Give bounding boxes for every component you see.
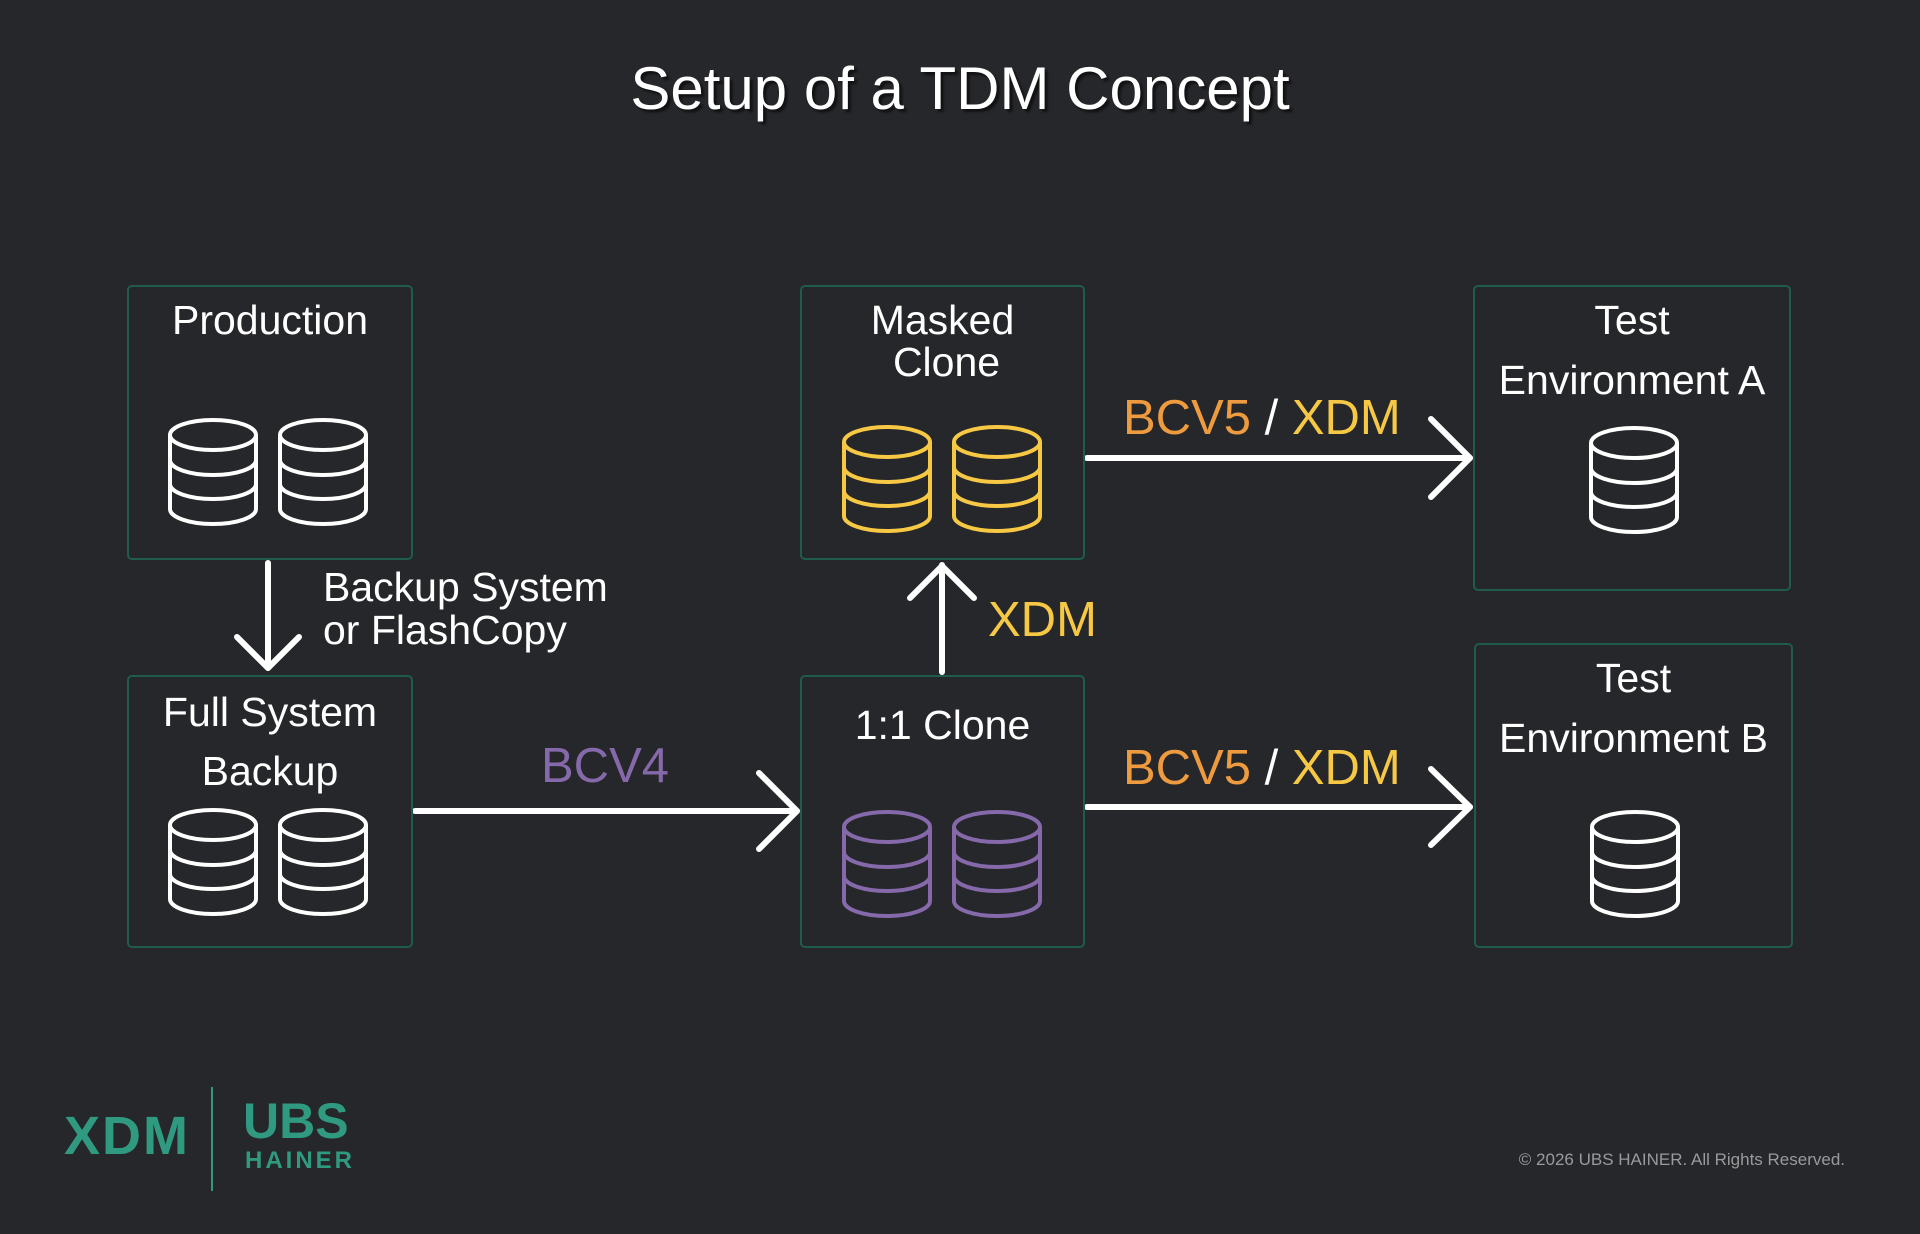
arrow-backup-to-clone (412, 770, 800, 852)
node-label-line2: Environment A (1498, 357, 1766, 403)
database-icon (1590, 810, 1680, 918)
edge-label-clone-to-test-b: BCV5 / XDM (1123, 740, 1401, 796)
edge-label-backup-line2: or FlashCopy (323, 607, 567, 653)
database-icon (168, 808, 258, 916)
edge-label-xdm: XDM (1291, 391, 1401, 445)
database-icon (278, 418, 368, 526)
database-icon (168, 418, 258, 526)
node-test-environment-b[interactable]: Test Environment B (1474, 643, 1793, 948)
node-full-system-backup[interactable]: Full System Backup (127, 675, 413, 948)
node-label: Production (171, 297, 368, 343)
arrow-clone-to-test-b (1084, 766, 1473, 848)
node-label-line2: Backup (201, 748, 339, 794)
database-icon (842, 810, 932, 918)
edge-label-masked-to-test-a: BCV5 / XDM (1123, 390, 1401, 446)
edge-label-xdm: XDM (988, 593, 1097, 647)
node-1-1-clone[interactable]: 1:1 Clone (800, 675, 1085, 948)
edge-label-bcv5: BCV5 (1123, 391, 1252, 445)
hainer-logo: HAINER (245, 1147, 356, 1174)
arrow-masked-to-test-a (1084, 416, 1473, 500)
arrow-production-to-backup (234, 560, 302, 671)
ubs-logo: UBS (243, 1093, 349, 1149)
database-icon (952, 810, 1042, 918)
database-icon (952, 425, 1042, 533)
node-label-line1: Masked (870, 297, 1015, 343)
edge-label-separator: / (1251, 391, 1292, 445)
copyright-text: © 2026 UBS HAINER. All Rights Reserved. (1518, 1150, 1845, 1169)
database-icon (842, 425, 932, 533)
edge-label-separator: / (1251, 741, 1292, 795)
edge-label-xdm: XDM (1291, 741, 1401, 795)
database-icon (278, 808, 368, 916)
edge-label-backup-line1: Backup System (323, 564, 608, 610)
node-production[interactable]: Production (127, 285, 413, 560)
edge-label-bcv4: BCV4 (541, 739, 670, 793)
arrow-clone-to-masked (907, 562, 977, 675)
edge-label-bcv5: BCV5 (1123, 741, 1252, 795)
database-icon (1589, 426, 1679, 534)
logo-divider (211, 1087, 213, 1191)
node-test-environment-a[interactable]: Test Environment A (1473, 285, 1791, 591)
node-label-line1: Test (1594, 297, 1670, 343)
node-label-line1: Full System (162, 689, 378, 735)
xdm-logo: XDM (64, 1106, 190, 1166)
node-label-line1: Test (1595, 655, 1672, 701)
node-label-line2: Environment B (1499, 715, 1768, 761)
diagram-title: Setup of a TDM Concept (630, 55, 1290, 122)
node-label: 1:1 Clone (854, 702, 1031, 748)
node-masked-clone[interactable]: Masked Clone (800, 285, 1085, 560)
node-label-line2: Clone (892, 339, 1001, 385)
